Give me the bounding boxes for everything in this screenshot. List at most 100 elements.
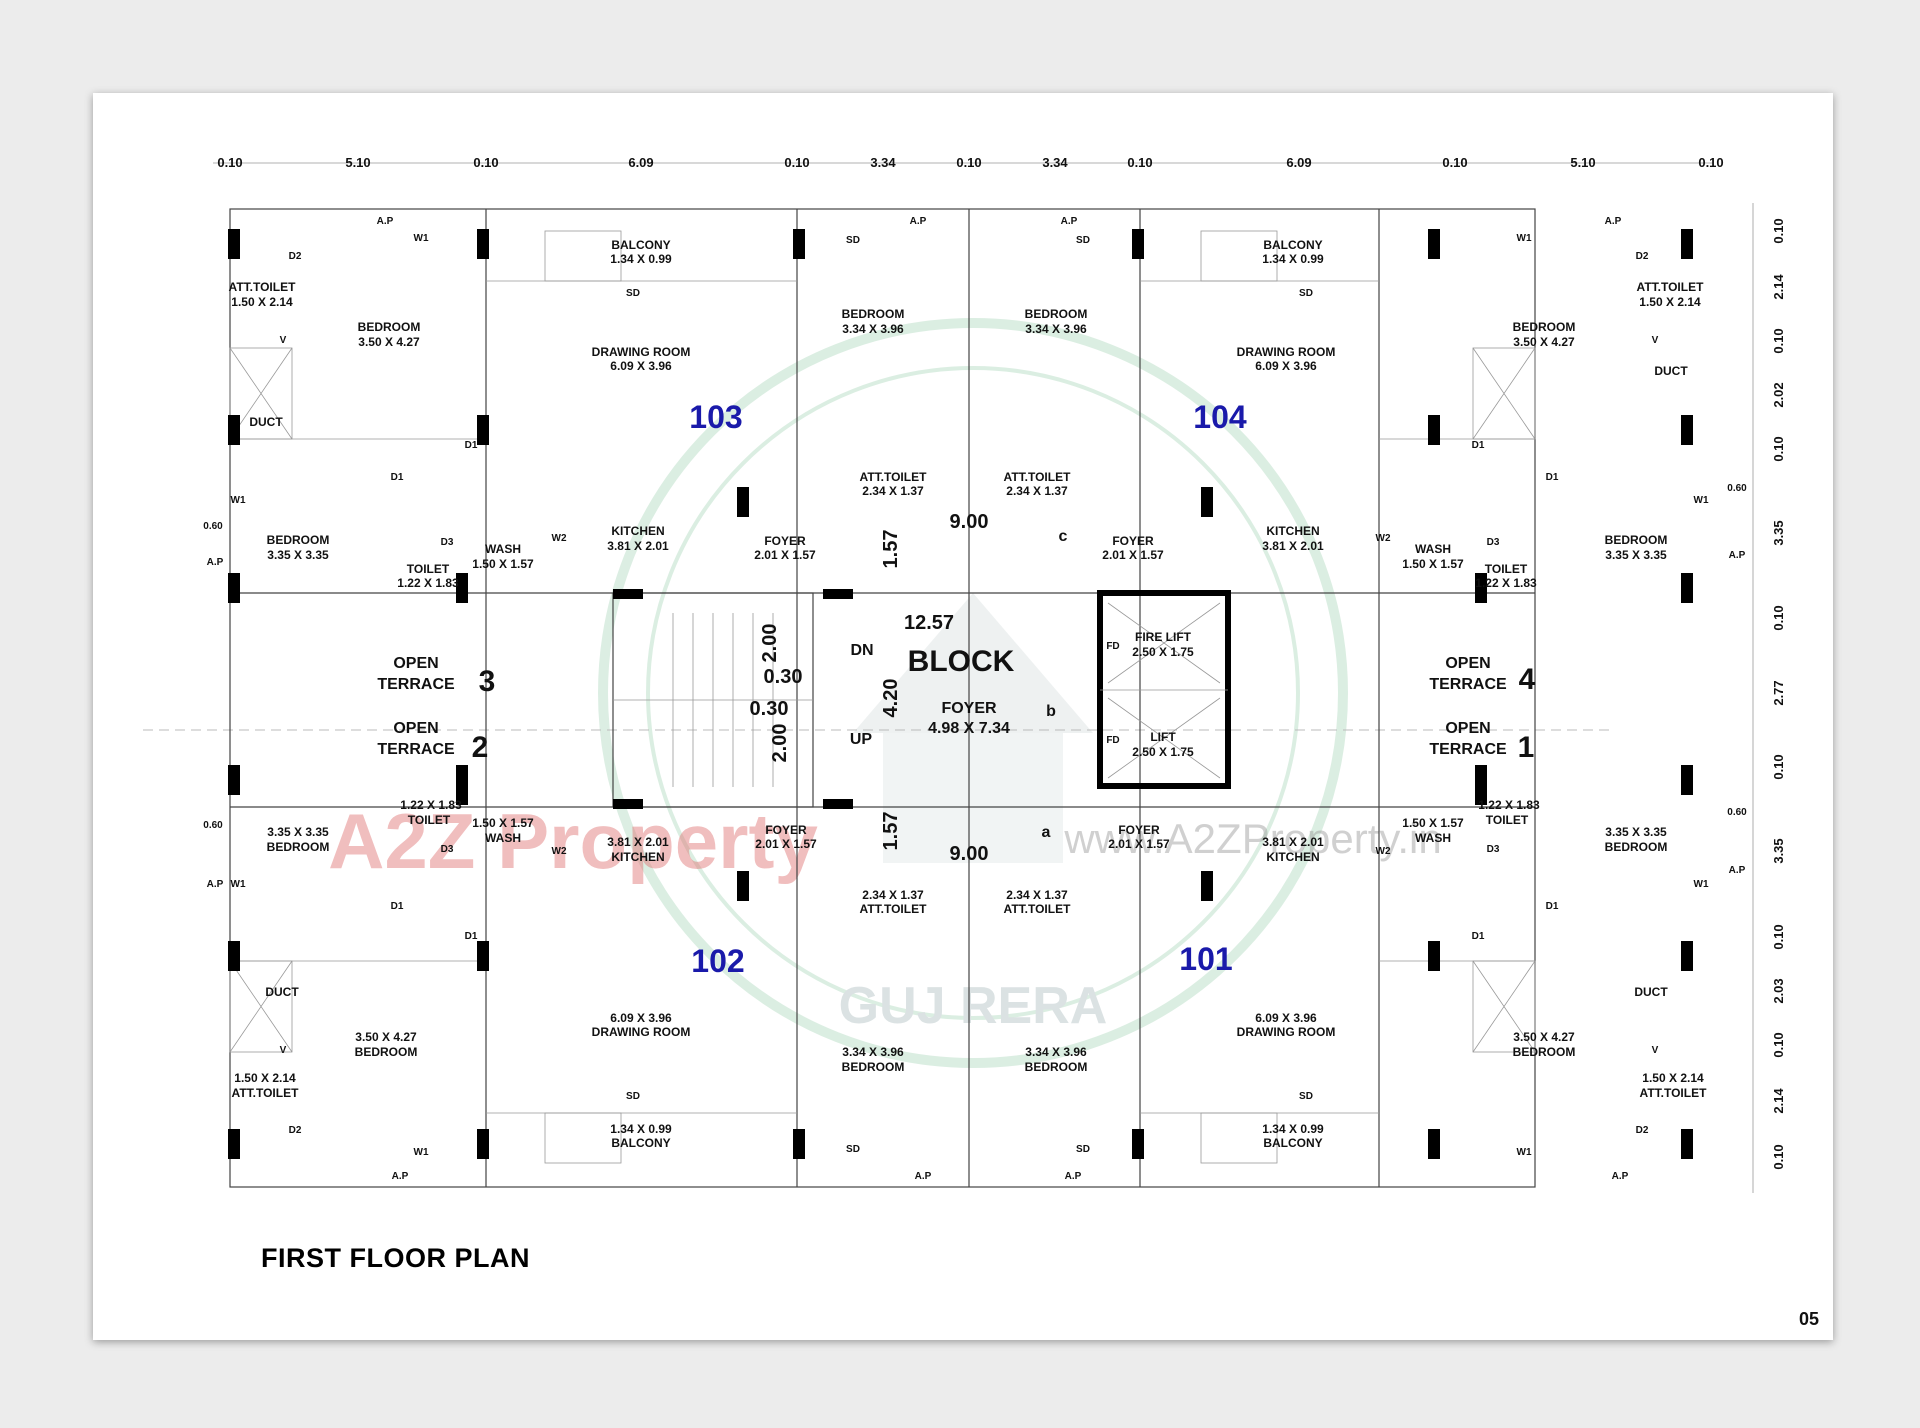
tag-ap: A.P (392, 1171, 409, 1182)
top-dim: 0.10 (956, 155, 981, 170)
tag-w1: W1 (1694, 495, 1709, 506)
room-name: BEDROOM (267, 533, 330, 547)
tag-060: 0.60 (203, 820, 223, 831)
stair-dn-label: DN (850, 642, 873, 659)
tag-v: V (280, 335, 287, 346)
lift-size: 2.50 X 1.75 (1132, 745, 1194, 759)
corridor-tag-b: b (1046, 703, 1056, 720)
top-dim: 0.10 (784, 155, 809, 170)
terrace-label: TERRACE (1429, 676, 1507, 693)
stair-dim-030-a: 0.30 (764, 666, 803, 688)
room-name: BEDROOM (1605, 533, 1668, 547)
tag-d1: D1 (465, 931, 478, 942)
right-dim: 0.10 (1771, 605, 1786, 630)
room-name: WASH (1415, 831, 1451, 845)
top-dim: 0.10 (1127, 155, 1152, 170)
tag-w2: W2 (552, 533, 567, 544)
floor-plan-drawing: GUJ RERA A2Z Property www.A2ZProperty.in (143, 155, 1786, 1193)
tag-sd: SD (1076, 235, 1090, 246)
top-dim: 0.10 (1698, 155, 1723, 170)
right-dim: 0.10 (1771, 436, 1786, 461)
tag-d1: D1 (1472, 440, 1485, 451)
tag-d1: D1 (1546, 472, 1559, 483)
room-name: FOYER (1112, 534, 1154, 548)
room-name: ATT.TOILET (1637, 280, 1705, 294)
room-size: 1.50 X 1.57 (1402, 557, 1464, 571)
tag-ap: A.P (1065, 1171, 1082, 1182)
room-name: DUCT (265, 985, 299, 999)
right-dim: 2.14 (1771, 1088, 1786, 1114)
room-name: DRAWING ROOM (592, 345, 691, 359)
room-name: ATT.TOILET (232, 1086, 300, 1100)
room-name: TOILET (407, 562, 450, 576)
top-dim: 5.10 (1570, 155, 1595, 170)
tag-sd: SD (1299, 288, 1313, 299)
right-dim: 3.35 (1771, 838, 1786, 863)
room-size: 3.50 X 4.27 (1513, 1030, 1575, 1044)
central-block: 12.57 BLOCK FOYER 4.98 X 7.34 4.20 9.00 … (750, 511, 1194, 865)
room-name: BEDROOM (1513, 1045, 1576, 1059)
page-number: 05 (1798, 1309, 1819, 1329)
room-name: BEDROOM (1513, 320, 1576, 334)
tag-sd: SD (846, 235, 860, 246)
room-name: FOYER (764, 534, 806, 548)
tag-060: 0.60 (203, 521, 223, 532)
room-name: BEDROOM (842, 307, 905, 321)
tag-w1: W1 (231, 495, 246, 506)
terrace-open: OPEN (393, 655, 438, 672)
unit-102-rooms: 3.35 X 3.35 BEDROOM 1.22 X 1.83 TOILET 1… (232, 798, 928, 1150)
top-dim: 0.10 (473, 155, 498, 170)
block-foyer-label: FOYER (941, 700, 997, 717)
tag-ap: A.P (207, 557, 224, 568)
right-dim: 2.02 (1771, 382, 1786, 407)
room-name: BEDROOM (355, 1045, 418, 1059)
tag-ap: A.P (1061, 216, 1078, 227)
tag-d2: D2 (1636, 251, 1649, 262)
room-name: DRAWING ROOM (592, 1025, 691, 1039)
room-size: 3.81 X 2.01 (607, 835, 669, 849)
room-name: ATT.TOILET (860, 470, 928, 484)
right-dim: 0.10 (1771, 218, 1786, 243)
unit-101-label: 101 (1179, 941, 1232, 977)
room-size: 2.34 X 1.37 (862, 888, 924, 902)
room-size: 3.35 X 3.35 (267, 548, 329, 562)
tag-d1: D1 (1472, 931, 1485, 942)
terrace-open: OPEN (1445, 655, 1490, 672)
tag-sd: SD (1299, 1091, 1313, 1102)
top-dim: 0.10 (1442, 155, 1467, 170)
room-size: 2.34 X 1.37 (1006, 484, 1068, 498)
terrace-open: OPEN (1445, 720, 1490, 737)
room-size: 1.22 X 1.83 (397, 576, 459, 590)
dim-157-top: 1.57 (880, 530, 902, 569)
tag-ap: A.P (1729, 550, 1746, 561)
room-name: WASH (485, 831, 521, 845)
dim-900-bottom: 9.00 (950, 843, 989, 865)
tag-sd: SD (846, 1144, 860, 1155)
room-size: 3.81 X 2.01 (607, 539, 669, 553)
room-size: 1.22 X 1.83 (400, 798, 462, 812)
dim-157-bottom: 1.57 (880, 812, 902, 851)
unit-101-rooms: 2.34 X 1.37 ATT.TOILET FOYER 2.01 X 1.57… (1004, 798, 1708, 1150)
terrace-4-number: 4 (1519, 663, 1536, 696)
right-dimension-column: 0.10 2.14 0.10 2.02 0.10 3.35 0.10 2.77 … (1752, 203, 1786, 1193)
plan-outlines (229, 208, 1536, 1188)
room-name: DUCT (249, 415, 283, 429)
room-size: 1.50 X 2.14 (1639, 295, 1701, 309)
stair-dim-030-b: 0.30 (750, 698, 789, 720)
room-name: TOILET (1485, 562, 1528, 576)
right-dim: 2.14 (1771, 274, 1786, 300)
room-name: ATT.TOILET (1640, 1086, 1708, 1100)
room-name: TOILET (1486, 813, 1529, 827)
room-size: 1.50 X 2.14 (234, 1071, 296, 1085)
rera-bottom-text: GUJ RERA (839, 977, 1108, 1035)
block-dim-420: 4.20 (880, 679, 902, 718)
tag-d1: D1 (465, 440, 478, 451)
top-dimension-row: 0.10 5.10 0.10 6.09 0.10 3.34 0.10 3.34 … (213, 155, 1724, 170)
room-name: FOYER (765, 823, 807, 837)
rera-watermark: GUJ RERA (598, 318, 1348, 1068)
room-size: 1.34 X 0.99 (610, 252, 672, 266)
room-name: DUCT (1634, 985, 1668, 999)
block-foyer-size: 4.98 X 7.34 (928, 720, 1010, 737)
room-size: 6.09 X 3.96 (1255, 359, 1317, 373)
room-name: BEDROOM (1025, 1060, 1088, 1074)
